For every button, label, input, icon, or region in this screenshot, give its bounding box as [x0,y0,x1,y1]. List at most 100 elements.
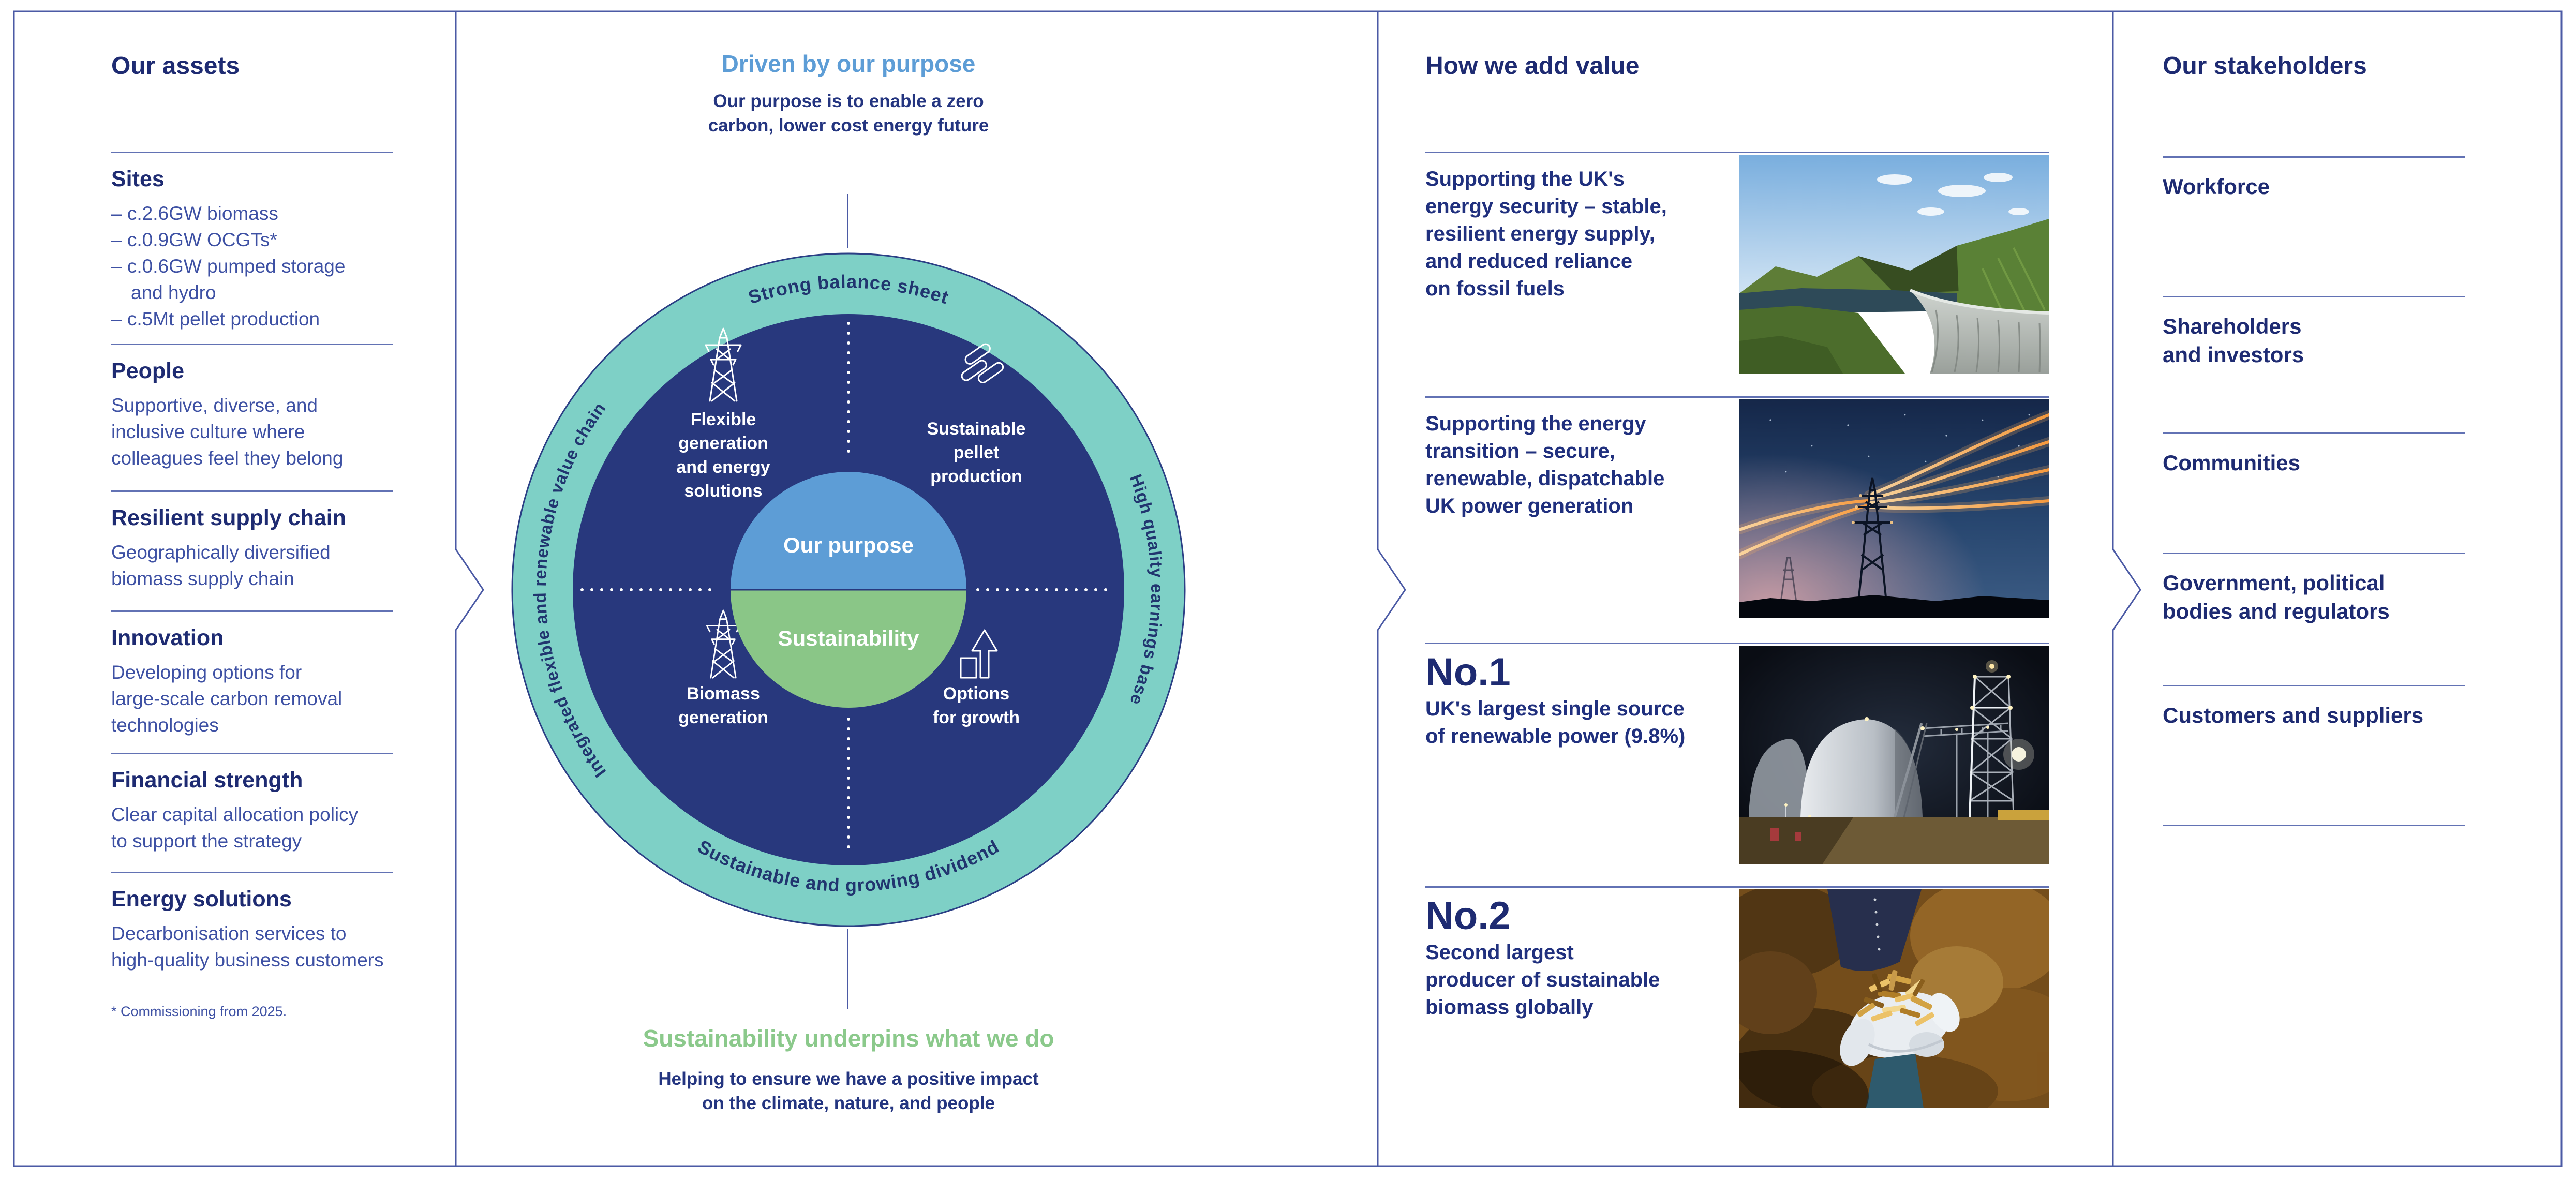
asset-line: high-quality business customers [111,949,384,971]
quadrant-label: Flexible [691,410,756,429]
section-heading: Innovation [111,625,224,650]
center-label-sustainability: Sustainability [778,626,919,650]
purpose-subtitle-line: carbon, lower cost energy future [708,115,989,136]
section-heading: People [111,359,184,383]
quadrant-label: solutions [684,481,762,501]
value-line: producer of sustainable [1425,968,1660,991]
value-line: on fossil fuels [1425,277,1565,300]
asset-line: to support the strategy [111,830,302,852]
stakeholder-label: Shareholders [2163,314,2302,338]
asset-line: – c.2.6GW biomass [111,203,278,224]
value-line: Supporting the energy [1425,412,1646,435]
asset-line: Decarbonisation services to [111,923,347,944]
value-line: resilient energy supply, [1425,222,1655,245]
assets-section-supply-chain: Resilient supply chain Geographically di… [111,490,393,592]
sustainability-heading: Sustainability underpins what we do [643,1025,1054,1052]
value-line: and reduced reliance [1425,250,1633,273]
divider-rule [2163,825,2465,826]
quadrant-label: generation [678,434,768,453]
assets-section-sites: Sites – c.2.6GW biomass – c.0.9GW OCGTs*… [111,152,393,332]
asset-line: – c.5Mt pellet production [111,308,320,330]
value-row: Supporting the energy transition – secur… [1425,396,2049,618]
footnote: * Commissioning from 2025. [111,1004,287,1019]
stakeholder-item-shareholders: Shareholders and investors [2163,296,2465,369]
stakeholder-label: Customers and suppliers [2163,703,2424,727]
purpose-subtitle: Our purpose is to enable a zero carbon, … [533,89,1164,138]
value-row: No.2 Second largest producer of sustaina… [1425,886,2049,1108]
value-line: Supporting the UK's [1425,168,1625,190]
asset-line: – c.0.6GW pumped storage [111,256,346,277]
quadrant-label: generation [678,708,768,727]
sustainability-subtitle: Helping to ensure we have a positive imp… [533,1067,1164,1115]
purpose-wheel-diagram: Flexible generation and energy solutions… [511,252,1186,927]
assets-section-innovation: Innovation Developing options for large-… [111,610,393,738]
asset-line: Developing options for [111,662,302,683]
quadrant-label: production [930,467,1022,486]
value-line: UK power generation [1425,495,1634,517]
stakeholder-label: bodies and regulators [2163,599,2390,623]
assets-title: Our assets [111,52,240,80]
value-title: How we add value [1425,52,1640,80]
outer-border [13,10,2563,1167]
stakeholder-label: and investors [2163,342,2304,367]
stakeholder-label: Government, political [2163,571,2385,595]
photo-biomass-plant-night [1739,646,2049,864]
connector-line-top [847,194,848,248]
stakeholder-label: Workforce [2163,174,2270,199]
pylon-icon [705,327,742,402]
asset-line: technologies [111,714,219,736]
column-divider-chevron-right-icon [1377,11,1406,1166]
quadrant-label: Biomass [687,684,760,704]
stakeholder-label: Communities [2163,451,2301,475]
asset-line: large-scale carbon removal [111,688,343,709]
center-top-half [731,472,966,590]
section-heading: Financial strength [111,768,303,793]
photo-hands-wood-chips [1739,889,2049,1108]
asset-line: colleagues feel they belong [111,447,344,469]
value-line: biomass globally [1425,996,1594,1019]
growth-arrow-icon [960,629,998,679]
center-bottom-half [731,590,966,708]
pellets-icon [961,343,1004,383]
section-heading: Sites [111,167,165,191]
section-heading: Resilient supply chain [111,505,346,530]
sustainability-subtitle-line: Helping to ensure we have a positive imp… [658,1069,1039,1089]
column-divider-chevron-right-icon [2112,11,2141,1166]
assets-section-people: People Supportive, diverse, and inclusiv… [111,344,393,471]
quadrant-label: Options [943,684,1009,704]
asset-line: biomass supply chain [111,568,294,589]
stakeholder-item-communities: Communities [2163,432,2465,477]
quadrant-label: pellet [954,443,1000,462]
value-line: transition – secure, [1425,440,1615,462]
stakeholders-title: Our stakeholders [2163,52,2367,80]
asset-line: – c.0.9GW OCGTs* [111,229,277,250]
quadrant-label: Sustainable [927,419,1026,439]
sustainability-subtitle-line: on the climate, nature, and people [702,1093,995,1113]
purpose-subtitle-line: Our purpose is to enable a zero [713,91,984,111]
column-divider-chevron-right-icon [455,11,484,1166]
photo-pylon-light-trails [1739,399,2049,618]
value-row: No.1 UK's largest single source of renew… [1425,643,2049,864]
asset-line: Geographically diversified [111,542,331,563]
connector-line-bottom [847,929,848,1009]
quadrant-label: for growth [933,708,1020,727]
asset-line: and hydro [131,282,216,303]
quadrant-label: and energy [676,457,770,477]
pylon-icon [706,609,741,679]
value-big-number: No.2 [1425,894,1511,938]
section-heading: Energy solutions [111,887,292,912]
stakeholder-item-customers: Customers and suppliers [2163,685,2465,729]
stakeholder-item-workforce: Workforce [2163,156,2465,201]
assets-section-energy-solutions: Energy solutions Decarbonisation service… [111,872,393,973]
value-row: Supporting the UK's energy security – st… [1425,152,2049,374]
asset-line: Supportive, diverse, and [111,395,318,416]
stakeholder-item-government: Government, political bodies and regulat… [2163,553,2465,625]
value-line: Second largest [1425,941,1574,964]
purpose-heading: Driven by our purpose [721,50,976,77]
value-line: renewable, dispatchable [1425,467,1665,490]
photo-hydro-dam [1739,155,2049,374]
asset-line: inclusive culture where [111,421,305,442]
value-line: of renewable power (9.8%) [1425,725,1686,748]
